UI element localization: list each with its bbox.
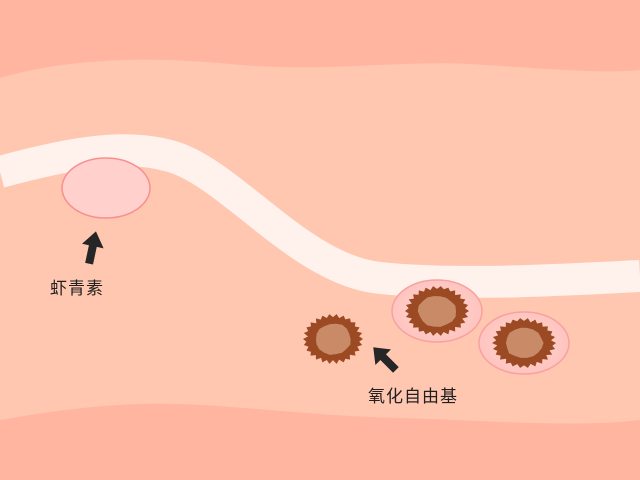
- free-radical-core: [316, 323, 351, 355]
- free-radical: [303, 314, 363, 364]
- astaxanthin-label: 虾青素: [50, 279, 104, 299]
- membrane-band: [0, 134, 640, 298]
- arrow-up-icon: [82, 231, 104, 265]
- free-radical-label: 氧化自由基: [368, 387, 458, 407]
- free-radical-core: [417, 296, 456, 327]
- free-radical: [405, 286, 469, 336]
- free-radical: [492, 318, 556, 368]
- arrow-up-left-icon: [373, 347, 399, 373]
- free-radicals: [303, 286, 556, 368]
- free-radical-core: [505, 327, 544, 358]
- astaxanthin-particle: [61, 157, 151, 219]
